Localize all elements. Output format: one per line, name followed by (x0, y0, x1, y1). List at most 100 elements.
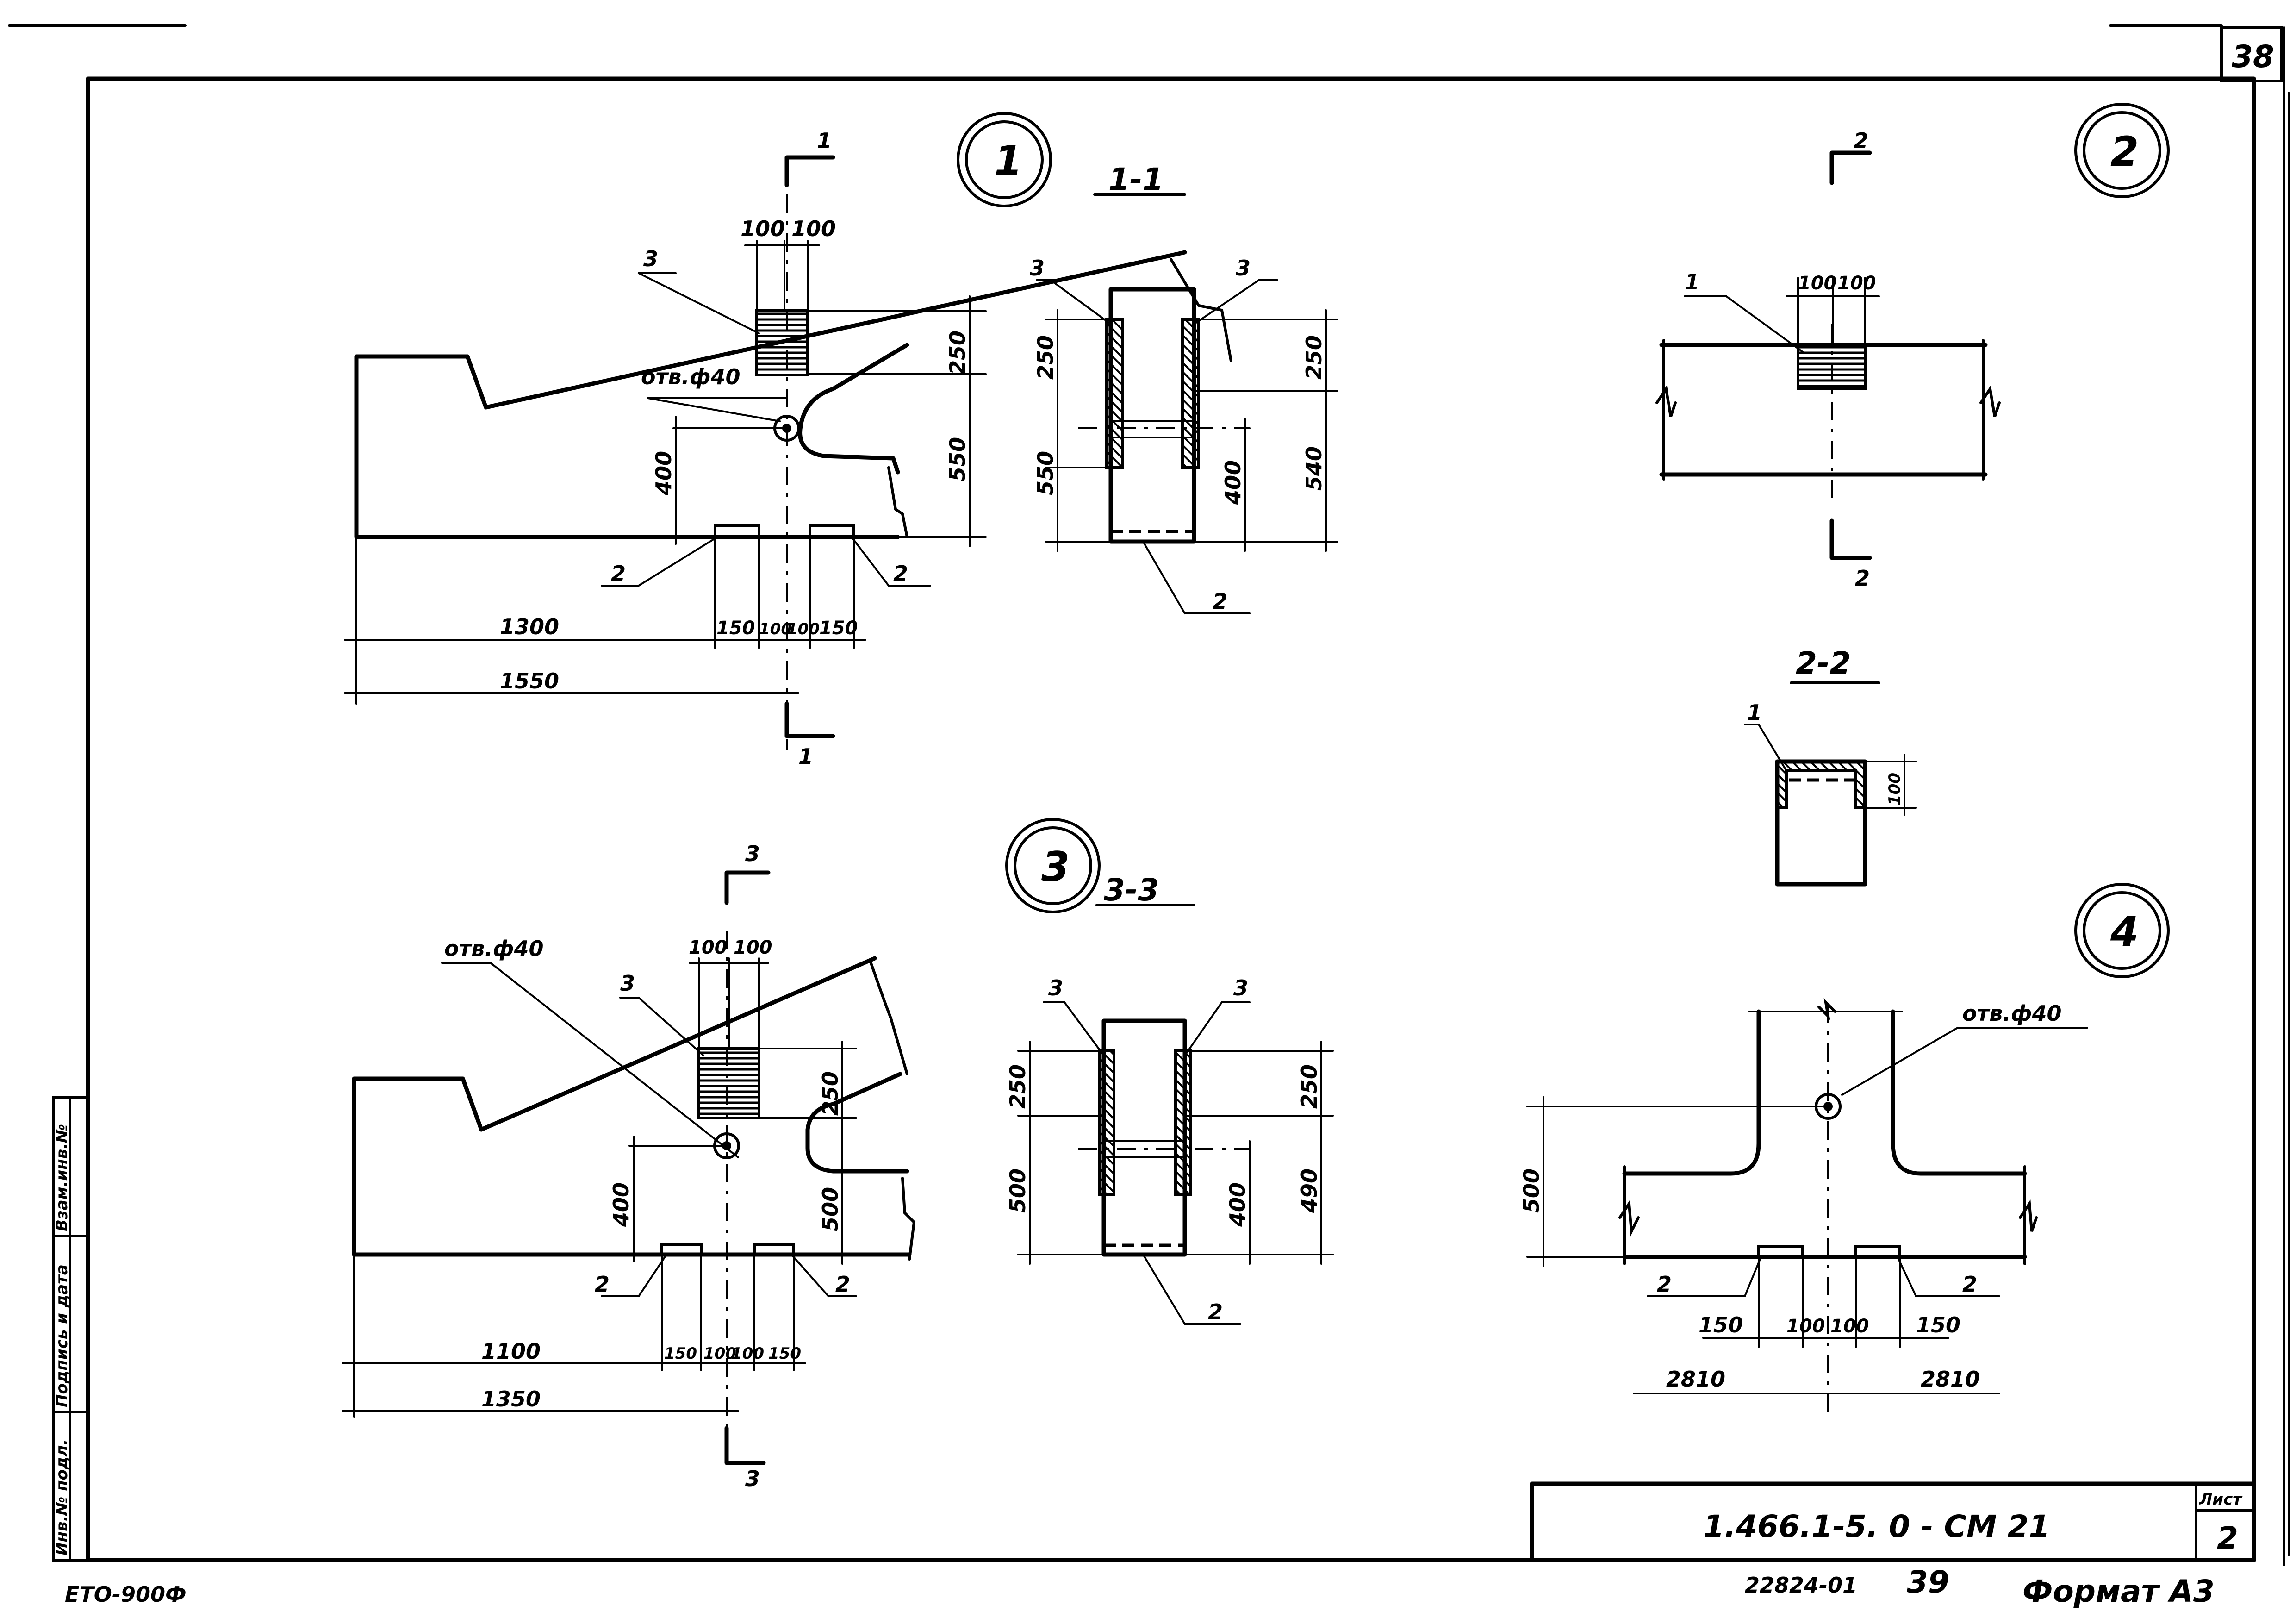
node-3-dim-1350: 1350 (481, 1387, 541, 1412)
node-1-dim-bot-a: 150 (716, 618, 755, 639)
section-2-2 (1744, 681, 1917, 887)
section-3-3-callout-right: 3 (1233, 975, 1248, 1000)
section-3-3-dim-r-mid: 400 (1225, 1182, 1250, 1227)
node-4-dim-left: 500 (1519, 1168, 1544, 1213)
section-3-3-dim-r-top: 250 (1297, 1064, 1322, 1109)
section-1-1-dim-l-top: 250 (1033, 335, 1058, 380)
sheet-label: Лист (2199, 1490, 2243, 1509)
section-3-3-dim-l-top: 250 (1005, 1064, 1030, 1109)
node-3-dim-right-top: 250 (818, 1071, 843, 1116)
section-3-3-dim-l-bottom: 500 (1005, 1168, 1030, 1213)
section-1-1-dim-l-bottom: 550 (1033, 451, 1058, 495)
node-4-callout-right: 2 (1962, 1272, 1977, 1297)
node-4-dim-b: 100 (1786, 1316, 1825, 1337)
side-stamp-sign: Подпись и дата (53, 1264, 71, 1407)
node-3 (342, 818, 1101, 1465)
node-1-dim-top-b: 100 (791, 216, 836, 241)
node-1-circle (957, 112, 1052, 207)
node-3-callout-plate: 3 (620, 971, 635, 996)
node-3-dim-bot-d: 150 (768, 1344, 801, 1363)
section-3-3-callout-left: 3 (1048, 975, 1063, 1000)
section-1-1-callout-right: 3 (1236, 256, 1251, 281)
node-1-dim-bot-d: 150 (819, 618, 858, 639)
node-3-dim-bot-b: 100 (703, 1344, 736, 1363)
node-1-callout-pad-left: 2 (611, 561, 626, 586)
node-3-dim-top-b: 100 (734, 937, 772, 958)
side-stamp-inv: Инв.№ подл. (53, 1439, 71, 1555)
section-3-3-dim-r-bottom: 490 (1297, 1168, 1322, 1213)
section-1-1-dim-r-bottom: 540 (1301, 446, 1326, 491)
node-2-circle (2074, 103, 2170, 198)
node-4-callout-left: 2 (1657, 1272, 1672, 1297)
node-1-dim-1550: 1550 (500, 668, 559, 693)
node-1-dim-right-bottom: 550 (945, 437, 970, 481)
node-1-dim-bot-b: 100 (759, 620, 792, 638)
node-1-callout-pad-right: 2 (893, 561, 908, 586)
section-1-1-callout-left: 3 (1030, 256, 1045, 281)
node-2 (1655, 103, 2170, 560)
section-1-1-callout-bottom: 2 (1213, 589, 1227, 614)
node-2-dim-b: 100 (1837, 273, 1876, 294)
node-3-hole-label: отв.ф40 (444, 936, 544, 961)
node-4-pad-left (1757, 1245, 1804, 1258)
node-1-circle-label: 1 (994, 137, 1022, 185)
section-3-3-title: 3-3 (1104, 872, 1159, 908)
node-3-dim-bot-a: 150 (664, 1344, 697, 1363)
section-3-3-callout-bottom: 2 (1208, 1299, 1223, 1324)
node-3-dim-1100: 1100 (481, 1339, 541, 1364)
bottom-code: 22824-01 (1745, 1573, 1857, 1598)
node-3-callout-pad-left: 2 (595, 1272, 610, 1297)
node-1-callout-plate: 3 (643, 246, 658, 271)
node-4-dim-c: 100 (1830, 1316, 1869, 1337)
drawing-designation: 1.466.1-5. 0 - CM 21 (1703, 1509, 2050, 1544)
section-1-1 (1036, 193, 1338, 614)
node-1-hole-label: отв.ф40 (641, 364, 740, 389)
node-1-dim-right-top: 250 (945, 331, 970, 375)
node-4-pad-right (1854, 1245, 1901, 1258)
node-1-plate (755, 309, 809, 376)
section-1-1-dim-r-mid: 400 (1220, 460, 1245, 505)
node-2-section-mark-bottom: 2 (1855, 566, 1870, 591)
node-1-dim-bot-c: 100 (787, 620, 820, 638)
section-2-2-dim: 100 (1885, 773, 1904, 806)
node-1-section-mark-bottom: 1 (798, 744, 813, 769)
sheet-frame (8, 24, 2290, 1566)
section-2-2-callout: 1 (1747, 700, 1762, 725)
node-4 (1526, 883, 2170, 1417)
section-3-3 (1017, 904, 1334, 1325)
node-1-dim-top-a: 100 (740, 216, 785, 241)
node-4-dim-left-long: 2810 (1666, 1367, 1725, 1392)
node-3-circle (1005, 818, 1101, 913)
node-2-dim-a: 100 (1798, 273, 1837, 294)
node-3-plate (697, 1047, 760, 1119)
format-label: Формат А3 (2022, 1574, 2215, 1609)
corner-number-box (2220, 26, 2283, 82)
corner-number: 38 (2232, 39, 2274, 75)
node-3-pad-right (753, 1243, 795, 1256)
node-1-section-mark-top: 1 (817, 128, 832, 153)
node-4-hole-label: отв.ф40 (1962, 1001, 2062, 1026)
node-3-dim-left: 400 (609, 1182, 634, 1227)
node-4-dim-d: 150 (1916, 1312, 1960, 1337)
node-1-dim-1300: 1300 (500, 614, 559, 639)
node-4-circle-label: 4 (2110, 908, 2139, 956)
section-2-2-title: 2-2 (1796, 645, 1851, 681)
node-4-dim-a: 150 (1699, 1312, 1743, 1337)
node-3-section-mark-top: 3 (745, 841, 760, 866)
node-1-dim-left: 400 (651, 451, 676, 496)
section-1-1-title: 1-1 (1108, 162, 1164, 197)
node-3-circle-label: 3 (1041, 843, 1070, 891)
node-2-callout: 1 (1685, 269, 1699, 294)
bottom-page: 39 (1907, 1564, 1949, 1600)
node-3-callout-pad-right: 2 (835, 1272, 850, 1297)
node-1 (344, 112, 1232, 750)
node-4-dim-right-long: 2810 (1921, 1367, 1980, 1392)
bottom-left-stamp: ЕТО-900Ф (65, 1582, 187, 1607)
node-3-dim-bot-c: 100 (731, 1344, 764, 1363)
node-2-section-mark-top: 2 (1854, 128, 1868, 153)
node-4-circle (2074, 883, 2170, 978)
section-1-1-dim-r-top: 250 (1301, 335, 1326, 380)
node-3-section-mark-bottom: 3 (745, 1466, 760, 1491)
node-3-dim-top-a: 100 (689, 937, 728, 958)
